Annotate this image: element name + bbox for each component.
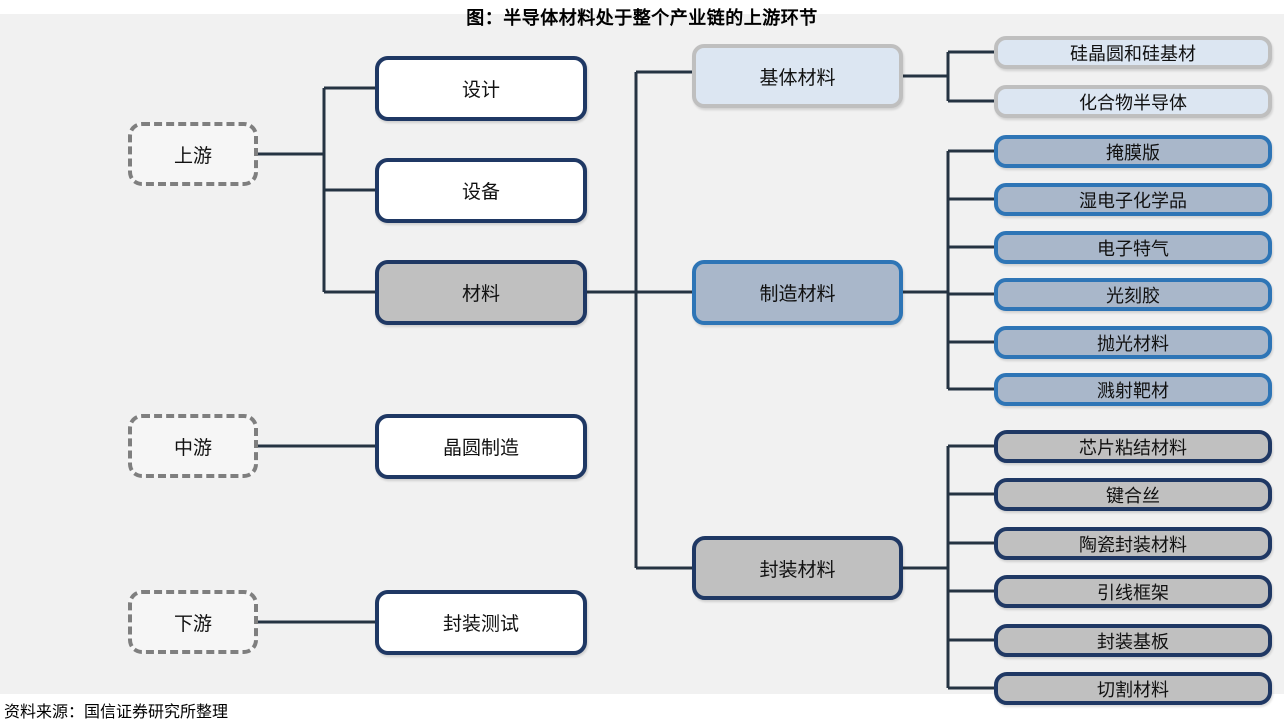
source-note: 资料来源：国信证券研究所整理 bbox=[4, 704, 229, 721]
leaf-bonding-wire[interactable]: 键合丝 bbox=[994, 478, 1272, 511]
leaf-photomask[interactable]: 掩膜版 bbox=[994, 135, 1272, 168]
chain-materials-label: 材料 bbox=[461, 284, 500, 305]
leaf-electronic-gases[interactable]: 电子特气 bbox=[994, 231, 1272, 264]
leaf-photoresist[interactable]: 光刻胶 bbox=[994, 278, 1272, 311]
leaf-die-attach-materials-label: 芯片粘结材料 bbox=[1079, 437, 1187, 458]
chain-materials[interactable]: 材料 bbox=[375, 260, 587, 325]
chain-equipment[interactable]: 设备 bbox=[375, 158, 587, 223]
leaf-sputtering-targets[interactable]: 溅射靶材 bbox=[994, 373, 1272, 406]
chain-equipment-label: 设备 bbox=[461, 182, 500, 203]
group-substrate-materials[interactable]: 基体材料 bbox=[692, 44, 903, 108]
leaf-package-substrate[interactable]: 封装基板 bbox=[994, 624, 1272, 657]
leaf-electronic-gases-label: 电子特气 bbox=[1097, 238, 1169, 259]
leaf-polishing-materials[interactable]: 抛光材料 bbox=[994, 326, 1272, 359]
stage-midstream[interactable]: 中游 bbox=[128, 414, 258, 478]
chain-wafer-fabrication[interactable]: 晶圆制造 bbox=[375, 414, 587, 479]
leaf-silicon-wafer-label: 硅晶圆和硅基材 bbox=[1070, 43, 1196, 64]
leaf-polishing-materials-label: 抛光材料 bbox=[1097, 333, 1169, 354]
leaf-lead-frame[interactable]: 引线框架 bbox=[994, 575, 1272, 608]
leaf-package-substrate-label: 封装基板 bbox=[1097, 631, 1169, 652]
leaf-ceramic-packaging-materials-label: 陶瓷封装材料 bbox=[1079, 534, 1187, 555]
leaf-sputtering-targets-label: 溅射靶材 bbox=[1097, 380, 1169, 401]
page-title: 图：半导体材料处于整个产业链的上游环节 bbox=[466, 8, 818, 28]
leaf-bonding-wire-label: 键合丝 bbox=[1106, 485, 1160, 506]
leaf-photomask-label: 掩膜版 bbox=[1106, 142, 1160, 163]
chain-design[interactable]: 设计 bbox=[375, 56, 587, 121]
leaf-compound-semiconductor-label: 化合物半导体 bbox=[1079, 92, 1187, 113]
leaf-dicing-materials-label: 切割材料 bbox=[1097, 679, 1169, 700]
stage-downstream[interactable]: 下游 bbox=[128, 590, 258, 654]
group-packaging-materials[interactable]: 封装材料 bbox=[692, 536, 903, 600]
leaf-wet-chemicals-label: 湿电子化学品 bbox=[1079, 190, 1187, 211]
leaf-dicing-materials[interactable]: 切割材料 bbox=[994, 672, 1272, 705]
leaf-photoresist-label: 光刻胶 bbox=[1106, 285, 1160, 306]
group-packaging-materials-label: 封装材料 bbox=[759, 559, 836, 581]
group-substrate-materials-label: 基体材料 bbox=[759, 67, 836, 89]
leaf-ceramic-packaging-materials[interactable]: 陶瓷封装材料 bbox=[994, 527, 1272, 560]
group-fab-materials[interactable]: 制造材料 bbox=[692, 260, 903, 325]
stage-downstream-label: 下游 bbox=[173, 613, 212, 635]
leaf-wet-chemicals[interactable]: 湿电子化学品 bbox=[994, 183, 1272, 216]
stage-upstream-label: 上游 bbox=[173, 145, 212, 167]
leaf-silicon-wafer[interactable]: 硅晶圆和硅基材 bbox=[994, 36, 1272, 69]
chain-packaging-testing-label: 封装测试 bbox=[442, 614, 519, 635]
group-fab-materials-label: 制造材料 bbox=[759, 284, 836, 305]
stage-upstream[interactable]: 上游 bbox=[128, 122, 258, 186]
stage-midstream-label: 中游 bbox=[173, 437, 212, 459]
leaf-lead-frame-label: 引线框架 bbox=[1097, 582, 1169, 603]
leaf-compound-semiconductor[interactable]: 化合物半导体 bbox=[994, 85, 1272, 118]
leaf-die-attach-materials[interactable]: 芯片粘结材料 bbox=[994, 430, 1272, 463]
chain-packaging-testing[interactable]: 封装测试 bbox=[375, 590, 587, 655]
chain-design-label: 设计 bbox=[461, 80, 500, 101]
chain-wafer-fabrication-label: 晶圆制造 bbox=[442, 438, 519, 459]
